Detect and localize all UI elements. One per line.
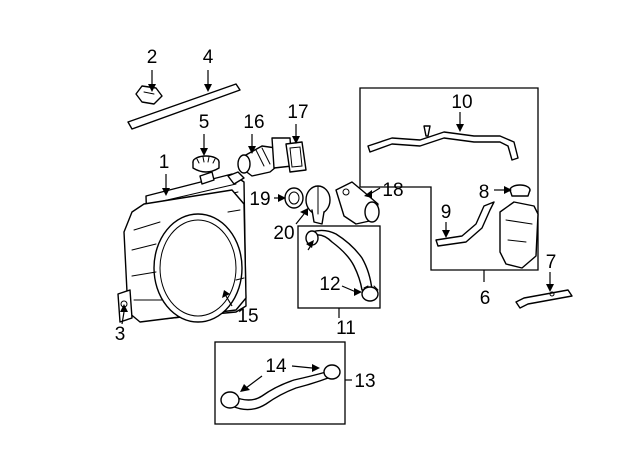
fan-shroud-part-15 [117, 189, 247, 323]
water-outlet-part-16 [237, 137, 293, 177]
thermostat-part-20 [305, 185, 331, 225]
callout-4: 4 [203, 47, 214, 68]
callout-19: 19 [249, 189, 270, 210]
seal-strip-part-4 [127, 83, 241, 130]
callout-10: 10 [451, 92, 472, 113]
bracket-part-7 [515, 289, 573, 309]
o-ring-part-19 [284, 187, 304, 209]
callout-20: 20 [273, 223, 294, 244]
callout-11: 11 [336, 318, 356, 339]
callout-17: 17 [287, 102, 308, 123]
leader-lines [120, 70, 554, 392]
callout-3: 3 [115, 324, 126, 345]
lower-hose-part-13 [231, 371, 329, 411]
group-box-13 [214, 341, 346, 425]
callout-16: 16 [243, 112, 264, 133]
callout-6: 6 [480, 288, 491, 309]
reservoir-hose-part-9 [435, 201, 495, 247]
callout-13: 13 [354, 371, 375, 392]
thermostat-housing-part-18 [335, 181, 380, 225]
callout-18: 18 [382, 180, 403, 201]
callout-1: 1 [159, 152, 170, 173]
group-box-6 [359, 87, 539, 271]
radiator-cap-part-5 [192, 155, 220, 173]
hose-clamp-part-14 [220, 364, 341, 409]
callout-8: 8 [479, 182, 490, 203]
coolant-reservoir [499, 201, 539, 269]
callout-9: 9 [441, 202, 452, 223]
clip-part-2 [135, 85, 163, 105]
reservoir-cap-part-8 [509, 184, 531, 197]
gasket-part-17 [285, 141, 307, 173]
hose-clamp-part-12 [361, 285, 379, 302]
callout-12: 12 [319, 274, 340, 295]
callout-14: 14 [265, 356, 287, 377]
callout-7: 7 [546, 252, 557, 273]
callout-15: 15 [237, 306, 258, 327]
callout-5: 5 [199, 112, 210, 133]
callout-2: 2 [147, 47, 158, 68]
overflow-hose-part-10 [367, 125, 519, 161]
